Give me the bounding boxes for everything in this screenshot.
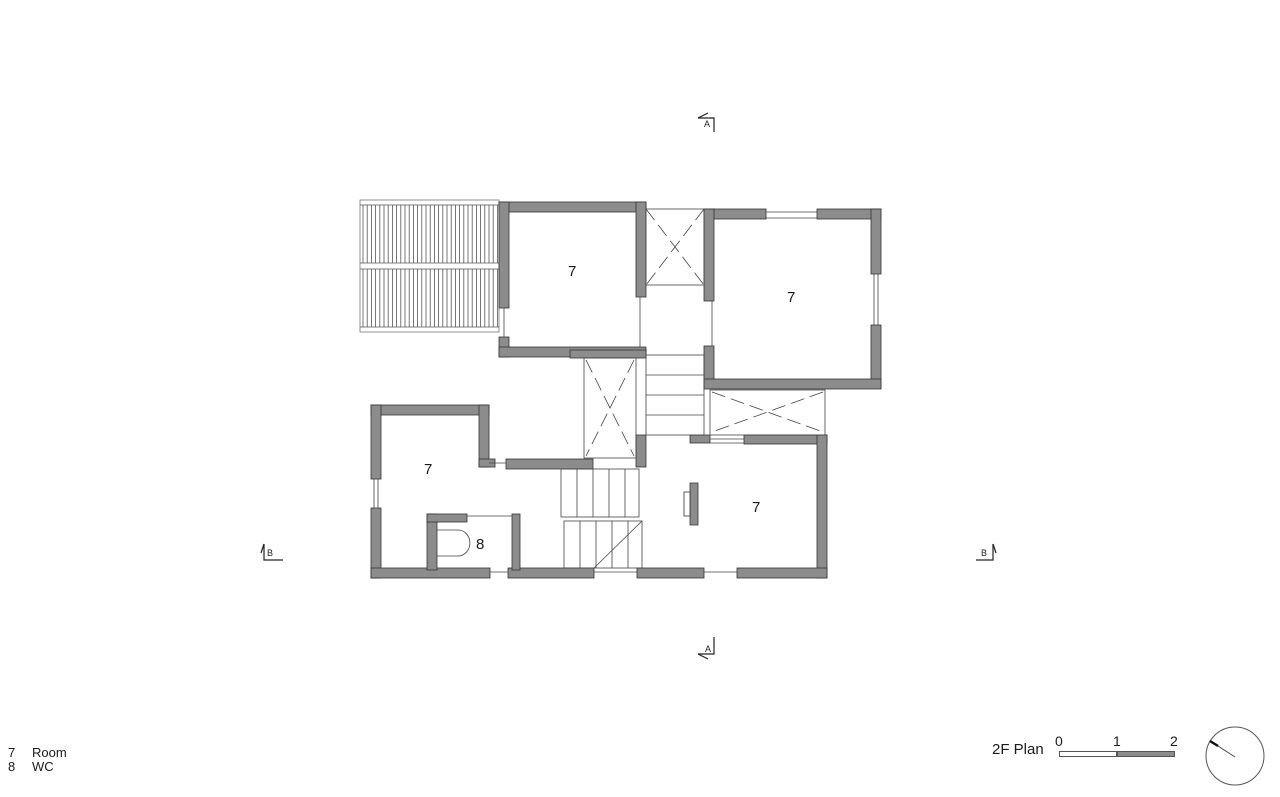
section-label-b-left: B: [267, 548, 273, 558]
room-label-wc: 8: [476, 536, 484, 553]
section-label-b-right: B: [981, 548, 987, 558]
scale-segment-dark: [1117, 751, 1175, 757]
scale-segment-light: [1059, 751, 1117, 757]
plan-title: 2F Plan: [992, 741, 1044, 758]
legend-item-wc: 8 WC: [8, 760, 67, 774]
legend-label: WC: [32, 759, 54, 774]
legend-number: 8: [8, 759, 16, 774]
room-label-nw: 7: [568, 263, 576, 280]
room-labels: 7 7 7 7 8: [424, 263, 795, 553]
scale-tick-1: 1: [1113, 733, 1121, 749]
legend-label: Room: [32, 745, 67, 760]
section-marker-a-bottom: A: [697, 637, 715, 660]
north-arrow-icon: [1205, 726, 1265, 786]
balcony-deck: [359, 199, 500, 333]
scale-tick-0: 0: [1055, 733, 1063, 749]
fixtures-and-openings: [373, 208, 879, 573]
legend-number: 7: [8, 745, 16, 760]
scale-tick-2: 2: [1170, 733, 1178, 749]
room-label-ne: 7: [787, 289, 795, 306]
room-label-w: 7: [424, 461, 432, 478]
section-marker-b-right: B: [976, 543, 997, 561]
section-label-a-bottom: A: [705, 644, 711, 654]
section-marker-a-top: A: [697, 112, 715, 132]
section-label-a-top: A: [704, 119, 710, 129]
room-label-se: 7: [752, 499, 760, 516]
legend: 7 Room 8 WC: [8, 746, 67, 774]
legend-item-room: 7 Room: [8, 746, 67, 760]
scale-bar: 0 1 2: [1055, 733, 1179, 763]
walls: [370, 201, 882, 579]
section-marker-b-left: B: [260, 543, 283, 561]
